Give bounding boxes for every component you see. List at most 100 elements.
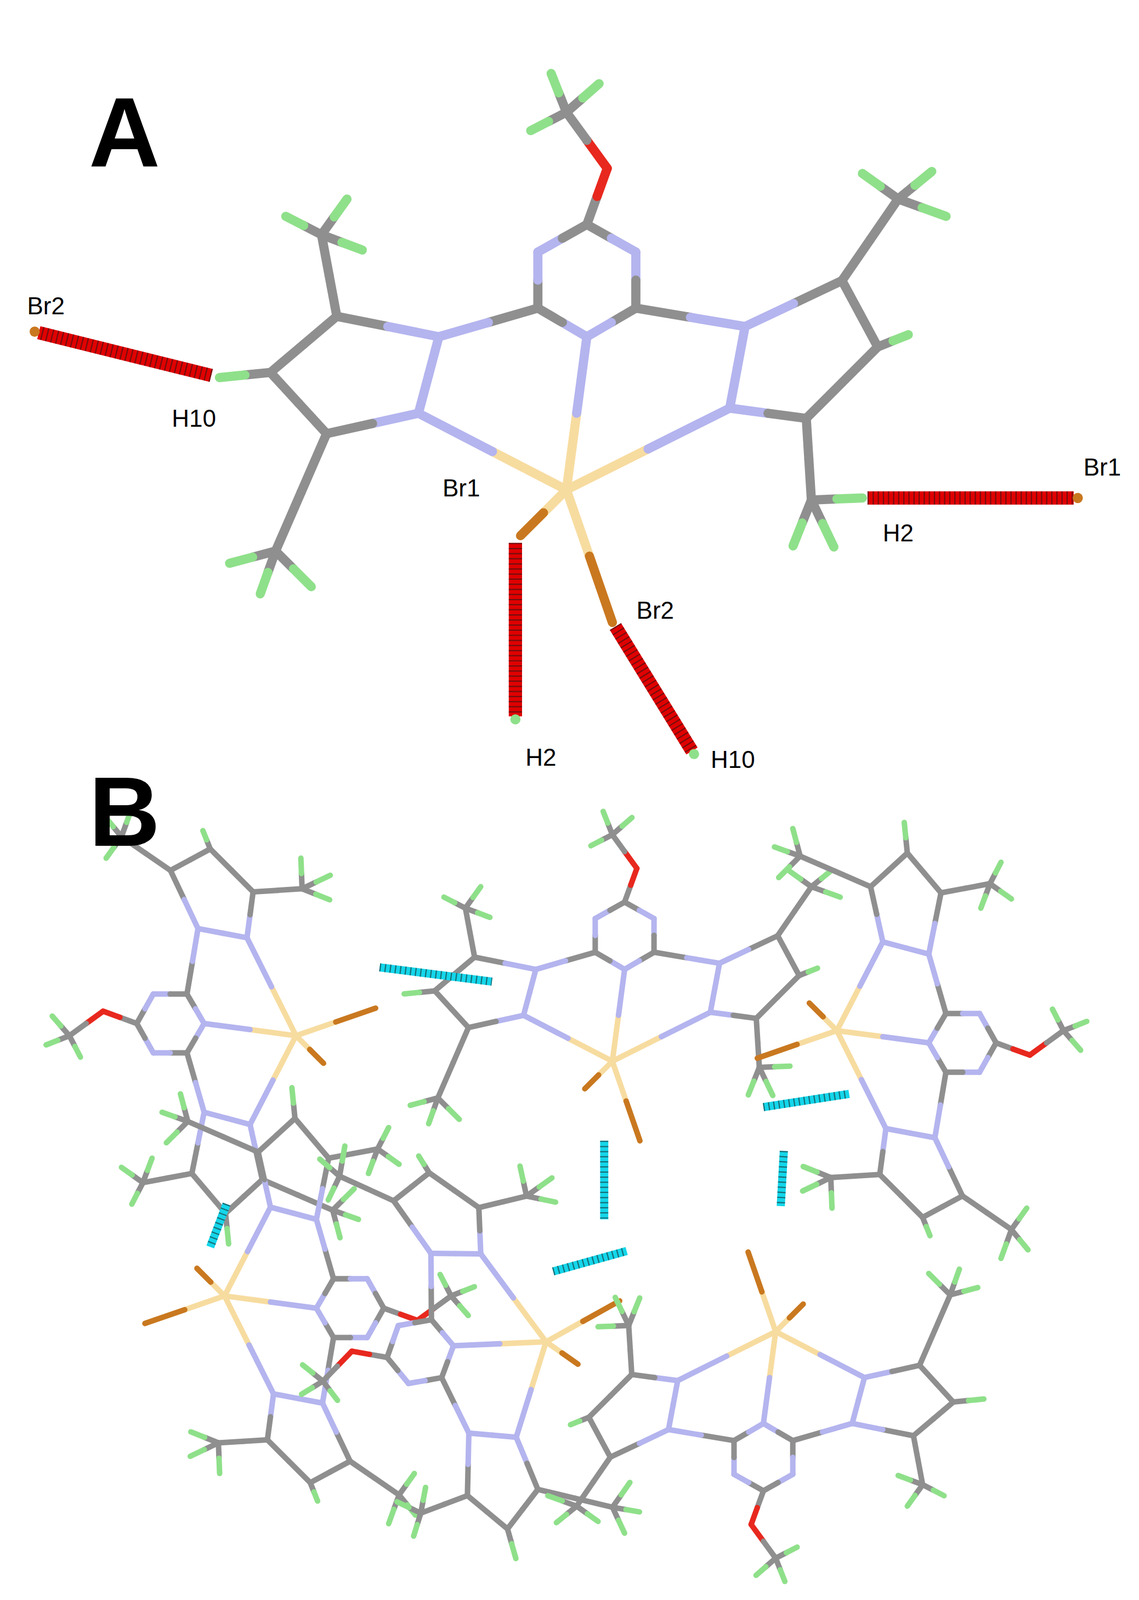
bond-stick xyxy=(882,1128,887,1152)
packed-molecule xyxy=(144,1087,475,1524)
bond-stick xyxy=(46,1040,58,1045)
bond-stick xyxy=(511,1543,517,1559)
bond-stick xyxy=(496,1015,524,1022)
packed-molecule xyxy=(547,1251,984,1582)
bond-stick xyxy=(437,1062,453,1098)
bond-stick xyxy=(224,1295,271,1302)
bond-stick xyxy=(523,1015,569,1039)
bond-stick xyxy=(701,1434,735,1441)
bond-stick xyxy=(841,280,860,314)
bond-stick xyxy=(690,317,746,327)
bond-stick xyxy=(187,1121,223,1137)
bond-stick xyxy=(803,1166,818,1172)
bond-stick xyxy=(710,1011,734,1016)
bond-stick xyxy=(948,1166,963,1196)
bond-stick xyxy=(383,1127,389,1139)
bond-stick xyxy=(443,1495,468,1505)
bond-stick xyxy=(879,1151,883,1175)
bond-stick xyxy=(289,1460,311,1483)
bond-stick xyxy=(710,987,715,1013)
bond-stick xyxy=(244,1179,263,1197)
bond-stick xyxy=(170,870,185,900)
bond-stick xyxy=(792,522,803,546)
bond-stick xyxy=(336,1223,340,1238)
bond-stick xyxy=(809,1003,824,1017)
bond-stick xyxy=(222,932,248,938)
bond-stick xyxy=(919,1364,937,1384)
bond-stick xyxy=(562,1350,578,1367)
atom-dot xyxy=(1072,493,1084,504)
bond-stick xyxy=(586,322,612,337)
bond-stick xyxy=(52,1016,61,1027)
bond-stick xyxy=(316,1307,326,1323)
bond-stick xyxy=(661,1011,711,1037)
bond-stick xyxy=(455,1249,481,1258)
bond-stick xyxy=(719,949,749,963)
bond-stick xyxy=(556,1514,567,1523)
bond-stick xyxy=(922,1206,943,1218)
bond-stick xyxy=(624,960,640,970)
bond-stick xyxy=(488,308,538,323)
bond-stick xyxy=(836,986,860,1031)
bond-stick xyxy=(442,1330,454,1347)
bond-stick xyxy=(219,375,246,378)
bond-stick xyxy=(250,1079,274,1125)
bond-stick xyxy=(301,433,327,493)
bond-stick xyxy=(599,1436,611,1457)
bond-stick xyxy=(421,1487,428,1500)
bond-stick xyxy=(343,1188,355,1200)
bond-stick xyxy=(505,962,536,969)
bond-stick xyxy=(648,408,730,449)
bond-stick xyxy=(1074,1021,1087,1026)
bond-stick xyxy=(248,1344,274,1394)
bond-stick xyxy=(210,848,232,871)
bond-stick xyxy=(1000,1243,1006,1258)
bond-stick xyxy=(295,1118,313,1138)
bond-stick xyxy=(467,1492,488,1515)
bond-stick xyxy=(618,1519,625,1534)
bond-stick xyxy=(86,1011,104,1024)
atom-dot xyxy=(510,714,521,725)
bond-stick xyxy=(913,1418,934,1436)
bond-stick xyxy=(622,817,633,826)
bond-stick xyxy=(224,1295,249,1345)
bond-stick xyxy=(1046,1030,1064,1043)
bond-stick xyxy=(372,412,419,424)
bond-stick xyxy=(462,1432,475,1465)
bond-stick xyxy=(570,1420,580,1425)
bond-stick xyxy=(440,1274,446,1286)
bond-stick xyxy=(368,1160,373,1173)
bond-stick xyxy=(162,1112,175,1117)
bond-stick xyxy=(612,834,625,852)
bond-stick xyxy=(434,990,452,1009)
bond-stick xyxy=(144,1309,185,1324)
bond-stick xyxy=(624,851,637,869)
bond-stick xyxy=(625,1506,640,1514)
bond-stick xyxy=(218,1441,243,1443)
bond-stick xyxy=(270,1393,274,1417)
bond-stick xyxy=(227,1118,251,1125)
contact-line xyxy=(780,1150,785,1206)
contact-line xyxy=(553,1250,627,1272)
bond-stick xyxy=(831,1192,832,1209)
bond-stick xyxy=(339,1145,348,1161)
bond-stick xyxy=(836,497,863,500)
bond-stick xyxy=(300,1387,313,1394)
bond-stick xyxy=(508,1389,539,1437)
bond-stick xyxy=(830,1175,856,1178)
bond-stick xyxy=(411,1524,419,1537)
atom-label: H2 xyxy=(525,745,557,770)
atom-label: H2 xyxy=(882,520,914,546)
contact-line xyxy=(514,542,517,717)
bond-stick xyxy=(737,326,746,367)
bond-stick xyxy=(316,875,331,882)
bond-stick xyxy=(910,1132,935,1138)
bond-stick xyxy=(882,1036,929,1043)
bond-stick xyxy=(933,1401,954,1419)
bond-stick xyxy=(330,1389,338,1402)
bond-stick xyxy=(476,1207,484,1231)
bond-stick xyxy=(566,449,649,490)
bond-stick xyxy=(615,1296,622,1312)
bond-stick xyxy=(462,1464,474,1496)
